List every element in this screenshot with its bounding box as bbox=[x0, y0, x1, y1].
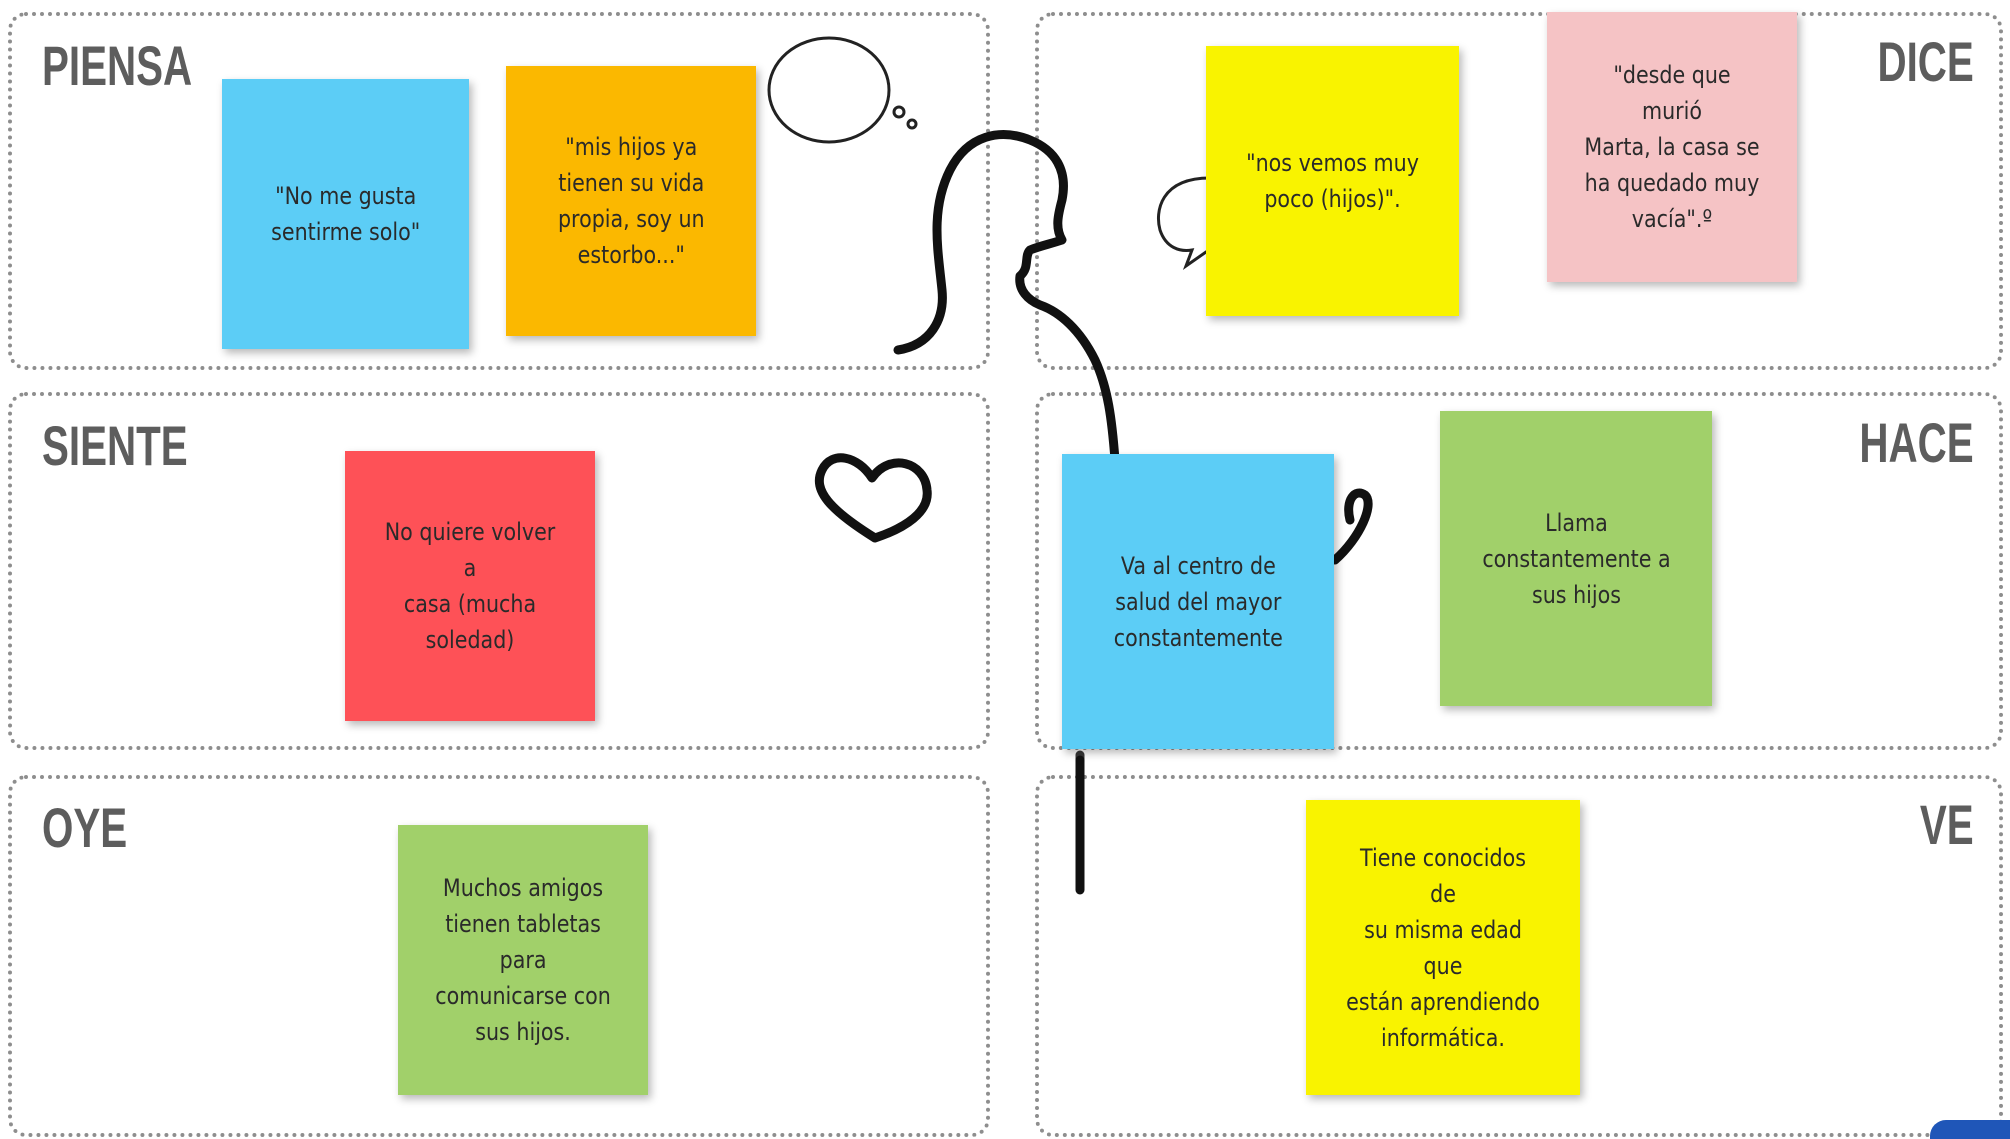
note-oye-1-text: Muchos amigos tienen tabletas para comun… bbox=[435, 874, 611, 1046]
panel-title-ve: VE bbox=[1920, 793, 1974, 856]
panel-siente bbox=[8, 392, 990, 750]
panel-title-piensa: PIENSA bbox=[42, 34, 193, 97]
note-siente-1-text: No quiere volver a casa (mucha soledad) bbox=[384, 518, 556, 654]
panel-title-oye: OYE bbox=[42, 796, 128, 859]
panel-hace bbox=[1035, 392, 2003, 750]
note-piensa-1-text: "No me gusta sentirme solo" bbox=[270, 182, 421, 246]
panel-title-hace: HACE bbox=[1859, 411, 1974, 474]
note-dice-2: "desde que murió Marta, la casa se ha qu… bbox=[1547, 12, 1797, 282]
note-hace-1-text: Va al centro de salud del mayor constant… bbox=[1113, 551, 1283, 652]
note-ve-1: Tiene conocidos de su misma edad que est… bbox=[1306, 800, 1580, 1095]
panel-oye bbox=[8, 775, 990, 1137]
note-dice-1: "nos vemos muy poco (hijos)". bbox=[1206, 46, 1459, 316]
note-ve-1-text: Tiene conocidos de su misma edad que est… bbox=[1346, 843, 1540, 1052]
panel-title-siente: SIENTE bbox=[42, 414, 188, 477]
note-hace-2: Llama constantemente a sus hijos bbox=[1440, 411, 1712, 706]
note-piensa-2: "mis hijos ya tienen su vida propia, soy… bbox=[506, 66, 756, 336]
note-piensa-2-text: "mis hijos ya tienen su vida propia, soy… bbox=[557, 133, 705, 269]
panel-title-dice: DICE bbox=[1877, 30, 1974, 93]
note-dice-1-text: "nos vemos muy poco (hijos)". bbox=[1246, 149, 1419, 213]
panel-ve bbox=[1035, 775, 2003, 1137]
note-siente-1: No quiere volver a casa (mucha soledad) bbox=[345, 451, 595, 721]
note-dice-2-text: "desde que murió Marta, la casa se ha qu… bbox=[1584, 61, 1760, 233]
note-piensa-1: "No me gusta sentirme solo" bbox=[222, 79, 469, 349]
note-hace-2-text: Llama constantemente a sus hijos bbox=[1481, 508, 1671, 609]
note-hace-1: Va al centro de salud del mayor constant… bbox=[1062, 454, 1334, 749]
note-oye-1: Muchos amigos tienen tabletas para comun… bbox=[398, 825, 648, 1095]
panel-dice bbox=[1035, 12, 2003, 370]
corner-logo bbox=[1930, 1120, 2010, 1139]
